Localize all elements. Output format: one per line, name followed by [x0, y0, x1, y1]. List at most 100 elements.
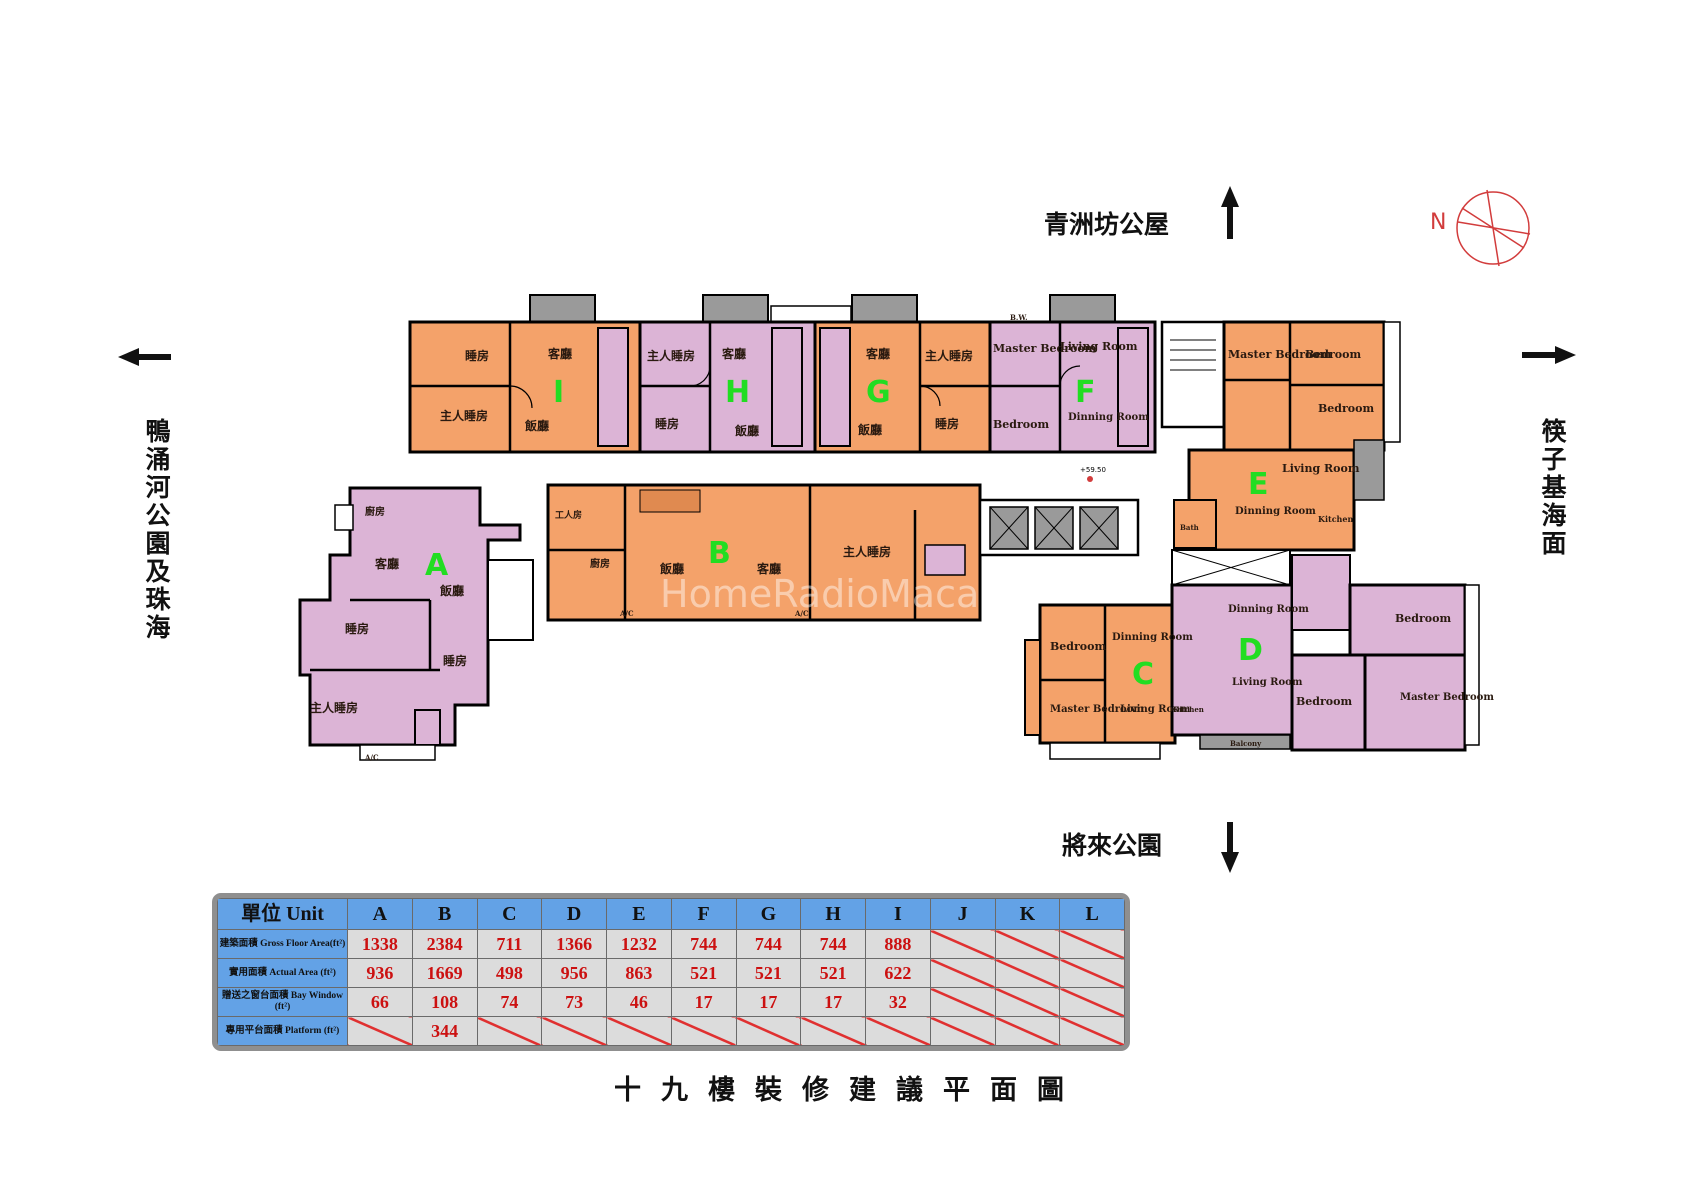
- table-cell: 521: [735, 958, 802, 988]
- table-cell: 521: [800, 958, 866, 988]
- table-cell: 521: [670, 958, 737, 988]
- col-header: E: [606, 898, 672, 930]
- row-label: 專用平台面積 Platform (ft²): [217, 1016, 348, 1046]
- room-label: 主人睡房: [647, 348, 695, 363]
- empty-cell: [606, 1016, 672, 1046]
- unit-letter-i: I: [553, 375, 564, 410]
- room-label: Kitchen: [1173, 705, 1204, 714]
- empty-cell: [994, 1016, 1061, 1046]
- unit-a: [298, 486, 522, 761]
- col-header: K: [994, 898, 1061, 930]
- unit-letter-c: C: [1132, 657, 1154, 692]
- room-label: A/C: [364, 753, 379, 762]
- table-cell: 1366: [541, 929, 607, 959]
- room-label: Living Room: [1282, 462, 1360, 475]
- empty-cell: [994, 929, 1061, 959]
- empty-cell: [1059, 958, 1125, 988]
- room-label: Living Room: [1232, 677, 1303, 688]
- empty-cell: [347, 1016, 413, 1046]
- room-label: 飯廳: [439, 583, 464, 598]
- room-label: 睡房: [655, 416, 679, 431]
- table-cell: 1338: [347, 929, 413, 959]
- room-label: 主人睡房: [843, 544, 891, 559]
- room-label: Bedroom: [1050, 640, 1106, 653]
- row-label: 建築面積 Gross Floor Area(ft²): [217, 929, 348, 959]
- room-label: 睡房: [345, 621, 369, 636]
- table-cell: 711: [476, 929, 543, 959]
- room-label: Dinning Room: [1112, 632, 1193, 643]
- table-header-row: 單位 Unit A B C D E F G H I J K L: [217, 898, 1125, 930]
- table-cell: 108: [411, 987, 478, 1017]
- room-label: Bedroom: [1395, 612, 1451, 625]
- room-label: 飯廳: [659, 561, 684, 576]
- unit-letter-e: E: [1248, 467, 1269, 502]
- room-label: 客廳: [547, 346, 572, 361]
- table-cell: 936: [347, 958, 413, 988]
- table-cell: 863: [606, 958, 672, 988]
- col-header: A: [347, 898, 413, 930]
- empty-cell: [865, 1016, 931, 1046]
- room-label: Master Bedroom: [1228, 348, 1332, 361]
- unit-letter-h: H: [725, 375, 750, 410]
- col-header: D: [541, 898, 607, 930]
- west-arrow-icon: [118, 348, 171, 366]
- room-label: 睡房: [443, 653, 467, 668]
- empty-cell: [1059, 1016, 1125, 1046]
- empty-cell: [929, 987, 996, 1017]
- page-title: 十九樓裝修建議平面圖: [614, 1075, 1084, 1106]
- compass-icon: [1456, 189, 1531, 267]
- north-label: 青洲坊公屋: [1044, 210, 1170, 239]
- stair-treads: [1170, 339, 1216, 371]
- table-cell: 956: [541, 958, 607, 988]
- room-label: Dinning Room: [1235, 506, 1316, 517]
- room-label: 客廳: [721, 346, 746, 361]
- empty-cell: [1059, 987, 1125, 1017]
- table-row: 贈送之窗台面積 Bay Window (ft²) 66 108 74 73 46…: [217, 987, 1125, 1017]
- table-cell: 66: [347, 987, 413, 1017]
- table-cell: 1232: [606, 929, 672, 959]
- room-label: 主人睡房: [310, 700, 358, 715]
- col-header: F: [670, 898, 737, 930]
- room-label: Bedroom: [1305, 348, 1361, 361]
- table-cell: 73: [541, 987, 607, 1017]
- header-label: 單位 Unit: [217, 898, 348, 930]
- unit-letter-g: G: [866, 375, 891, 410]
- compass-north-letter: N: [1430, 210, 1446, 235]
- room-label: Dinning Room: [1228, 604, 1309, 615]
- room-label: 飯廳: [734, 423, 759, 438]
- room-label: Master Bedroom: [993, 342, 1097, 355]
- room-label: Master Bedroom: [1050, 704, 1144, 715]
- room-label: 工人房: [555, 509, 582, 521]
- col-header: L: [1059, 898, 1125, 930]
- south-label: 將來公園: [1062, 831, 1163, 860]
- col-header: H: [800, 898, 866, 930]
- room-label: Kitchen: [1318, 514, 1353, 524]
- row-label: 贈送之窗台面積 Bay Window (ft²): [217, 987, 348, 1017]
- room-label: Living Room: [1120, 704, 1191, 715]
- table-cell: 744: [800, 929, 866, 959]
- stair-a: [487, 559, 534, 641]
- table-cell: 2384: [411, 929, 478, 959]
- col-header: I: [865, 898, 931, 930]
- room-label: 客廳: [374, 556, 399, 571]
- room-label: 飯廳: [524, 418, 549, 433]
- empty-cell: [670, 1016, 737, 1046]
- table-cell: 17: [800, 987, 866, 1017]
- room-label: 主人睡房: [440, 408, 488, 423]
- room-label: 廚房: [590, 557, 610, 570]
- table-cell: 32: [865, 987, 931, 1017]
- table-cell: 74: [476, 987, 543, 1017]
- top-wing: [408, 294, 1157, 454]
- room-label: Bedroom: [1296, 695, 1352, 708]
- table-cell: 498: [476, 958, 543, 988]
- empty-cell: [1059, 929, 1125, 959]
- room-label: 客廳: [756, 561, 781, 576]
- table-row: 建築面積 Gross Floor Area(ft²) 1338 2384 711…: [217, 929, 1125, 959]
- south-arrow-icon: [1221, 822, 1239, 873]
- area-table: 單位 Unit A B C D E F G H I J K L 建築面積 Gro…: [212, 893, 1130, 1051]
- room-label: 廚房: [365, 505, 385, 518]
- unit-letter-b: B: [708, 536, 731, 571]
- room-label: A/C: [794, 609, 809, 618]
- east-label: 筷子基海面: [1538, 418, 1567, 558]
